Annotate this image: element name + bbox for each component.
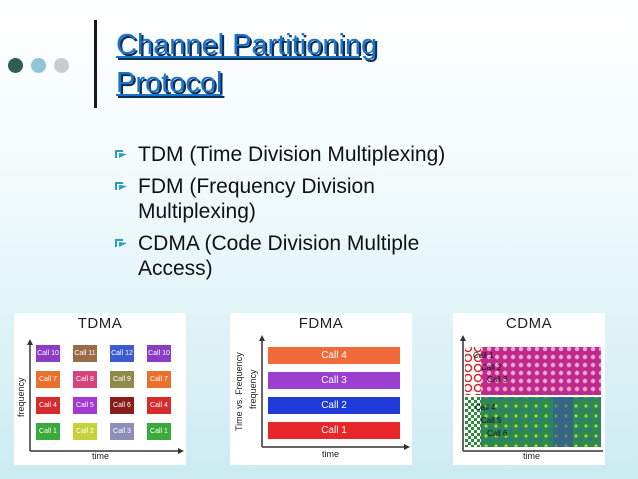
title-divider [94, 20, 97, 108]
bullet-text-cont: Multiplexing) [138, 200, 256, 223]
cdma-diagram: CDMA [453, 313, 605, 465]
tdma-ylabel: frequency [16, 377, 26, 417]
tdma-cell: Call 11 [73, 345, 97, 362]
dot-dark [8, 58, 23, 73]
tdma-cell: Call 8 [73, 371, 97, 388]
cdma-lower-label: Call 5 [481, 416, 502, 425]
dot-mid [31, 58, 46, 73]
cdma-lower-label: Call 4 [475, 403, 496, 412]
bullet-cdma: CDMA (Code Division Multiple Access) [114, 231, 614, 282]
bullet-text: TDM (Time Division Multiplexing) [138, 143, 446, 166]
bullet-text: FDM (Frequency Division [138, 174, 375, 198]
tdma-cell: Call 3 [110, 423, 134, 440]
tdma-diagram: TDMA frequency time Call 10 Call 11 Call 1… [14, 313, 186, 465]
fdma-band: Call 1 [268, 422, 400, 439]
cdma-title: CDMA [505, 315, 553, 332]
fdma-xlabel: time [322, 449, 340, 459]
cdma-xlabel: time [523, 451, 541, 461]
cdma-upper-label: Call 3 [487, 375, 508, 384]
fdma-title: FDMA [298, 315, 344, 332]
tdma-xlabel: time [92, 451, 110, 461]
bullet-fdm: FDM (Frequency Division Multiplexing) [114, 174, 614, 225]
tdma-cell: Call 6 [110, 397, 134, 414]
fdma-axes [259, 335, 410, 450]
cdma-lower-label: Call 6 [487, 429, 508, 438]
cdma-upper-label: Call 1 [473, 351, 494, 360]
fdma-band: Call 4 [268, 347, 400, 364]
tdma-cell: Call 4 [36, 397, 60, 414]
fdma-ylabel-frequency: frequency [248, 369, 258, 409]
tdma-cell: Call 12 [110, 345, 134, 362]
tdma-cell: Call 10 [147, 345, 171, 362]
tdma-cell: Call 9 [110, 371, 134, 388]
bullet-text: CDMA (Code Division Multiple [138, 231, 420, 255]
fdma-band: Call 3 [268, 372, 400, 389]
bullet-arrow-icon [115, 238, 127, 247]
tdma-axes [27, 339, 184, 454]
slide-title-line2: Protocol [116, 67, 223, 99]
tdma-cell: Call 7 [36, 371, 60, 388]
slide-title-line1: Channel Partitioning [116, 29, 378, 61]
bullet-text-cont: Access) [138, 257, 213, 280]
tdma-cell: Call 5 [73, 397, 97, 414]
tdma-cell: Call 10 [36, 345, 60, 362]
tdma-cell: Call 4 [147, 397, 171, 414]
slide-title: Channel Partitioning Protocol [116, 26, 377, 102]
cdma-upper-label: Call 2 [481, 363, 502, 372]
bullet-arrow-icon [115, 181, 127, 190]
fdma-band: Call 2 [268, 397, 400, 414]
bullet-list: TDM (Time Division Multiplexing) FDM (Fr… [114, 142, 614, 288]
dot-light [54, 58, 69, 73]
cdma-graphic [460, 335, 603, 452]
fdma-ylabel: Time vs. Frequency [234, 352, 244, 431]
tdma-title: TDMA [77, 315, 123, 332]
tdma-cell: Call 1 [36, 423, 60, 440]
bullet-arrow-icon [115, 150, 127, 158]
tdma-cell: Call 2 [73, 423, 97, 440]
tdma-cell: Call 1 [147, 423, 171, 440]
bullet-tdm: TDM (Time Division Multiplexing) [114, 142, 614, 168]
tdma-cell: Call 7 [147, 371, 171, 388]
fdma-diagram: FDMA Time vs. Frequency frequency time C… [230, 313, 412, 465]
decorative-dots [8, 58, 69, 73]
